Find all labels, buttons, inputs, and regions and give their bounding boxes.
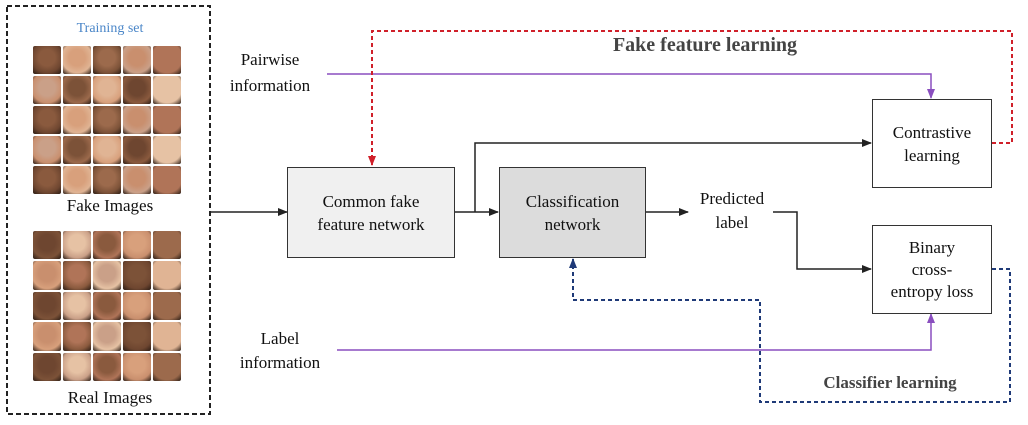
face-thumbnail <box>33 291 61 321</box>
arrow-label-to-bce <box>337 313 935 351</box>
face-thumbnail <box>63 291 91 321</box>
label-line1: Label <box>260 329 300 348</box>
bce-line3: entropy loss <box>890 281 974 301</box>
face-thumbnail <box>123 106 151 134</box>
training-set-title: Training set <box>76 21 144 36</box>
face-thumbnail <box>123 291 151 321</box>
face-thumbnail <box>123 261 151 290</box>
classification-line2: network <box>544 214 601 234</box>
face-thumbnail <box>153 231 181 260</box>
face-thumbnail <box>153 76 181 104</box>
face-thumbnail <box>63 166 91 194</box>
predicted-line2: label <box>715 213 749 232</box>
face-thumbnail <box>93 46 121 74</box>
arrow-predicted-to-bce <box>773 211 872 273</box>
face-thumbnail <box>153 136 181 164</box>
face-thumbnail <box>33 76 61 104</box>
face-thumbnail <box>123 231 151 260</box>
face-thumbnail <box>93 291 121 321</box>
pairwise-line2: information <box>229 76 311 95</box>
face-thumbnail <box>63 231 91 260</box>
face-thumbnail <box>153 166 181 194</box>
face-thumbnail <box>63 261 91 290</box>
face-thumbnail <box>153 46 181 74</box>
face-thumbnail <box>33 322 61 351</box>
face-thumbnail <box>33 261 61 290</box>
face-thumbnail <box>153 261 181 290</box>
label-info-label-2: information <box>220 352 340 374</box>
classifier-learning-title: Classifier learning <box>823 373 957 392</box>
classification-line1: Classification <box>525 191 620 211</box>
face-thumbnail <box>123 46 151 74</box>
bce-loss-box: Binary cross- entropy loss <box>872 225 992 314</box>
predicted-label-text-2: label <box>682 212 782 234</box>
face-thumbnail <box>33 231 61 260</box>
pairwise-line1: Pairwise <box>240 50 300 69</box>
common-fake-feature-network-box: Common fake feature network <box>287 167 455 258</box>
face-thumbnail <box>93 166 121 194</box>
face-thumbnail <box>63 352 91 381</box>
face-thumbnail <box>123 352 151 381</box>
arrow-common-to-contrastive <box>474 139 872 212</box>
predicted-label-text: Predicted <box>682 188 782 210</box>
face-thumbnail <box>33 106 61 134</box>
contrastive-line2: learning <box>904 145 960 165</box>
label-info-label: Label <box>220 328 340 350</box>
bce-line2: cross- <box>911 259 953 279</box>
face-thumbnail <box>63 76 91 104</box>
face-thumbnail <box>93 322 121 351</box>
label-line2: information <box>239 353 321 372</box>
pairwise-info-label: Pairwise <box>210 49 330 71</box>
face-thumbnail <box>93 76 121 104</box>
face-thumbnail <box>123 76 151 104</box>
face-thumbnail <box>33 166 61 194</box>
pairwise-info-label-2: information <box>210 75 330 97</box>
contrastive-line1: Contrastive <box>892 122 972 142</box>
face-thumbnail <box>33 352 61 381</box>
fake-images-grid <box>33 46 181 194</box>
face-thumbnail <box>153 291 181 321</box>
face-thumbnail <box>63 46 91 74</box>
face-thumbnail <box>63 136 91 164</box>
predicted-line1: Predicted <box>699 189 765 208</box>
face-thumbnail <box>93 136 121 164</box>
common-line1: Common fake <box>322 191 420 211</box>
face-thumbnail <box>93 231 121 260</box>
face-thumbnail <box>63 106 91 134</box>
face-thumbnail <box>93 352 121 381</box>
face-thumbnail <box>123 322 151 351</box>
face-thumbnail <box>93 261 121 290</box>
face-thumbnail <box>33 46 61 74</box>
face-thumbnail <box>93 106 121 134</box>
face-thumbnail <box>33 136 61 164</box>
bce-line1: Binary <box>908 237 956 257</box>
common-line2: feature network <box>317 214 425 234</box>
face-thumbnail <box>63 322 91 351</box>
arrow-pairwise-to-contrastive <box>327 73 935 99</box>
face-thumbnail <box>153 106 181 134</box>
real-images-grid <box>33 231 181 381</box>
training-set-frame <box>6 5 211 415</box>
classification-network-box: Classification network <box>499 167 646 258</box>
real-images-caption: Real Images <box>67 388 153 407</box>
face-thumbnail <box>123 166 151 194</box>
fake-feature-learning-title: Fake feature learning <box>612 34 798 56</box>
face-thumbnail <box>153 352 181 381</box>
fake-images-caption: Fake Images <box>66 196 154 215</box>
face-thumbnail <box>123 136 151 164</box>
loop-classifier-learning <box>569 258 1011 403</box>
contrastive-learning-box: Contrastive learning <box>872 99 992 188</box>
face-thumbnail <box>153 322 181 351</box>
